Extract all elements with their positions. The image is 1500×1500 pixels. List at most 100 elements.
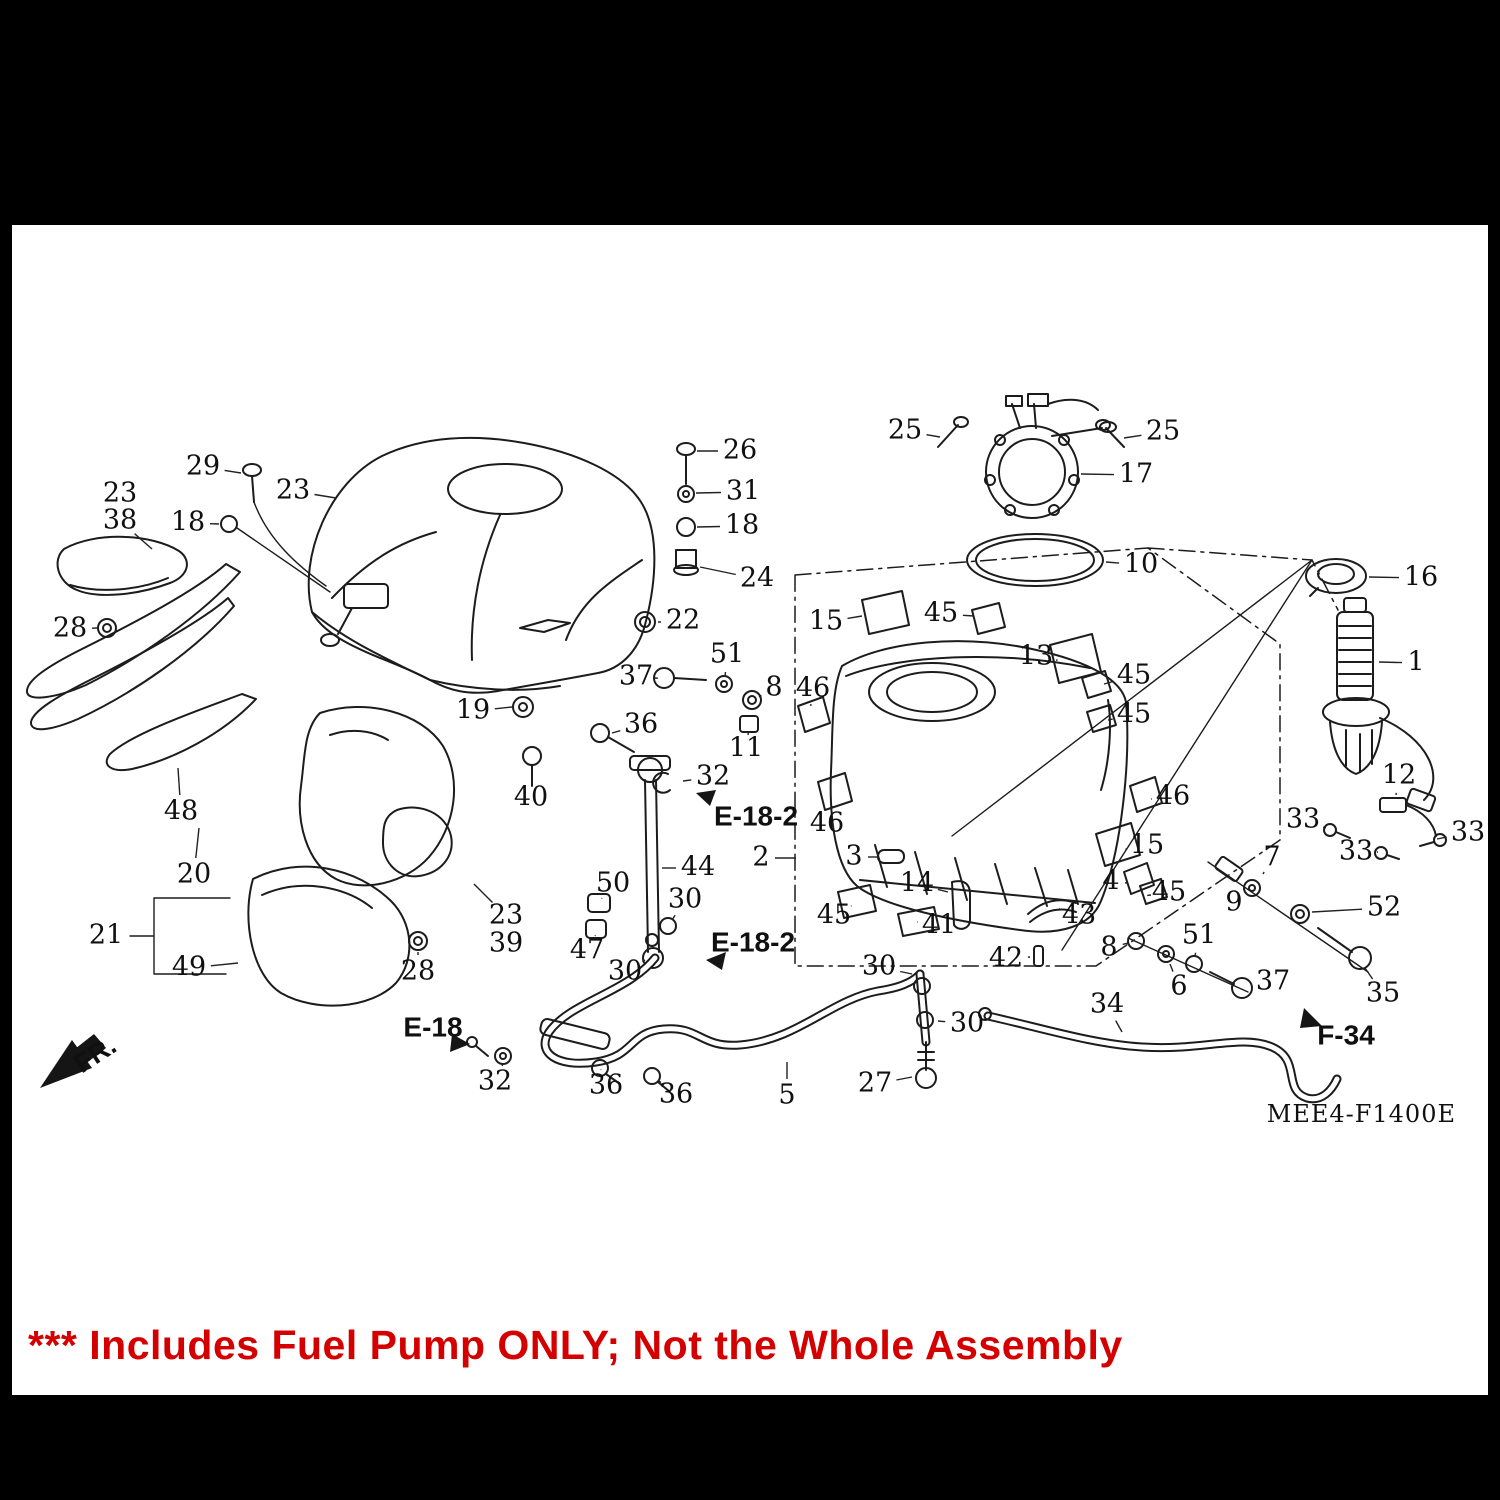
part-label-25: 25 (888, 415, 922, 446)
part-label-29: 29 (186, 451, 220, 482)
part-label-32: 32 (696, 761, 730, 792)
part-label-23: 23 (276, 475, 310, 506)
fr-arrow (40, 1034, 106, 1088)
part-label-18: 18 (725, 510, 759, 541)
part-label-33: 33 (1451, 817, 1485, 848)
part-label-31: 31 (726, 476, 760, 507)
leader-line (177, 767, 181, 796)
gauge-screws (937, 416, 1125, 448)
leader-line (210, 962, 239, 967)
leader-line (1105, 561, 1120, 564)
part-label-45: 45 (1117, 699, 1151, 730)
leader-line (937, 888, 949, 893)
part-label-3: 3 (845, 841, 862, 872)
part-label-52: 52 (1367, 892, 1401, 923)
leader-line (758, 694, 762, 698)
part-label-45: 45 (924, 598, 958, 629)
part-label-36: 36 (624, 709, 658, 740)
leader-line (1262, 871, 1265, 875)
leader-line (831, 805, 834, 808)
part-label-45: 45 (817, 900, 851, 931)
leader-line (671, 914, 676, 921)
leader-line (926, 434, 941, 438)
part-label-39: 39 (489, 928, 523, 959)
seal-ring (966, 533, 1104, 587)
leader-line (1436, 836, 1447, 840)
left-upper-cover (56, 535, 188, 596)
leader-line (1080, 473, 1115, 476)
part-label-14: 14 (900, 868, 934, 899)
part-label-37: 37 (619, 661, 653, 692)
part-label-28: 28 (53, 613, 87, 644)
part-label-35: 35 (1366, 978, 1400, 1009)
part-label-50: 50 (596, 868, 630, 899)
leader-line (224, 469, 242, 474)
diagram-code: MEE4-F1400E (1267, 1100, 1456, 1128)
part-label-45: 45 (1117, 660, 1151, 691)
part-label-47: 47 (570, 935, 604, 966)
part-label-27: 27 (858, 1068, 892, 1099)
leader-line (900, 970, 913, 975)
part-label-43: 43 (1062, 900, 1096, 931)
fuel-level-sensor (1323, 797, 1447, 860)
part-label-46: 46 (796, 673, 830, 704)
leader-line (1364, 967, 1374, 980)
part-label-40: 40 (514, 782, 548, 813)
leader-line (847, 615, 863, 620)
part-label-18: 18 (171, 507, 205, 538)
tank-front-fasteners (512, 611, 762, 787)
part-label-1: 1 (1407, 647, 1424, 678)
part-label-5: 5 (778, 1080, 795, 1111)
leader-line (494, 706, 513, 710)
part-label-34: 34 (1090, 989, 1124, 1020)
leader-line (195, 827, 200, 859)
fuel-hose (466, 953, 937, 1093)
part-label-13: 13 (1019, 641, 1053, 672)
part-label-12: 12 (1382, 760, 1416, 791)
leader-line (611, 730, 621, 734)
part-label-42: 42 (989, 943, 1023, 974)
reference-arrows (450, 790, 1322, 1052)
fastener-row-right (1207, 855, 1372, 973)
part-label-30: 30 (862, 951, 896, 982)
part-label-33: 33 (1339, 836, 1373, 867)
part-label-F-34: F-34 (1317, 1019, 1375, 1050)
leader-line (1103, 680, 1114, 685)
part-label-2: 2 (752, 842, 769, 873)
part-label-24: 24 (740, 563, 774, 594)
leader-line (696, 525, 721, 528)
part-label-22: 22 (666, 605, 700, 636)
leader-line (1378, 661, 1403, 664)
left-fasteners (97, 463, 428, 951)
part-label-19: 19 (456, 695, 490, 726)
part-label-6: 6 (1170, 971, 1187, 1002)
middle-cover (298, 706, 456, 887)
part-label-38: 38 (103, 505, 137, 536)
part-label-26: 26 (723, 435, 757, 466)
fuel-tank-cover (236, 436, 656, 694)
part-label-15: 15 (1130, 830, 1164, 861)
part-label-45: 45 (1152, 877, 1186, 908)
fuel-filler-cap (1305, 558, 1367, 597)
part-label-44: 44 (681, 852, 715, 883)
fuel-gauge-unit (984, 393, 1117, 519)
part-label-49: 49 (172, 952, 206, 983)
part-label-15: 15 (809, 606, 843, 637)
leader-line (896, 1076, 913, 1081)
part-label-16: 16 (1404, 562, 1438, 593)
leader-line (657, 1079, 662, 1084)
part-label-21: 21 (89, 920, 123, 951)
leader-line (1194, 952, 1197, 957)
part-label-41: 41 (922, 910, 956, 941)
leader-line (1368, 576, 1400, 579)
part-label-4: 4 (1102, 866, 1119, 897)
part-label-36: 36 (659, 1079, 693, 1110)
part-label-8: 8 (765, 672, 782, 703)
pump-pointer-lines (951, 559, 1313, 951)
part-label-30: 30 (950, 1008, 984, 1039)
drain-rod-assembly (585, 723, 677, 969)
part-label-7: 7 (1263, 842, 1280, 873)
part-label-51: 51 (1182, 920, 1216, 951)
